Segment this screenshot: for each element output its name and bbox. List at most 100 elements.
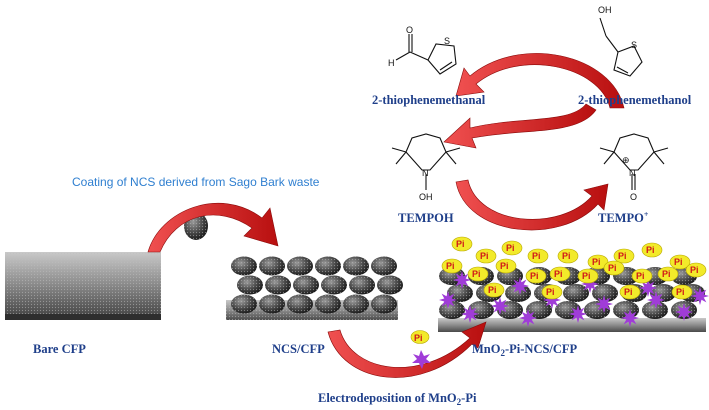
pi-ellipse — [467, 266, 489, 282]
bare-cfp-label: Bare CFP — [33, 342, 86, 356]
mno2-star — [675, 303, 693, 321]
mno2-star — [621, 309, 639, 327]
pi-ellipse-label: Pi — [530, 271, 539, 281]
pi-ellipse — [475, 248, 497, 264]
pi-ellipse — [495, 258, 517, 274]
mno2-star — [647, 291, 665, 309]
tempo-label-main: TEMPO — [598, 211, 644, 225]
pi-ellipse — [557, 248, 579, 264]
ncs-sphere-texture — [371, 256, 397, 276]
mno2-star — [519, 309, 537, 327]
electro-caption-sub: 2 — [457, 397, 462, 407]
ncs-sphere-texture — [613, 301, 639, 319]
thiophenemethanol-label: 2-thiophenemethanol — [578, 93, 692, 107]
pi-ellipse-label: Pi — [674, 257, 683, 267]
ncs-sphere-texture — [377, 275, 403, 295]
ncs-sphere-texture — [315, 294, 341, 314]
ncs-sphere-texture — [349, 275, 375, 295]
tempoh-structure — [391, 133, 461, 190]
pi-ellipse-label: Pi — [662, 269, 671, 279]
pi-ellipse-label: Pi — [618, 251, 627, 261]
pi-ellipse — [541, 284, 563, 300]
electro-caption-main: Electrodeposition of MnO — [318, 391, 457, 405]
mno2-star-icon — [412, 350, 431, 369]
tempo-label-sup: + — [644, 210, 649, 219]
pi-ellipse-label: Pi — [480, 251, 489, 261]
pi-ellipse — [501, 240, 523, 256]
pi-ellipse — [577, 268, 599, 284]
ncs-sphere-texture — [231, 256, 257, 276]
ncs-cfp-slab — [226, 256, 403, 320]
ncs-sphere-texture — [563, 284, 589, 302]
pi-ellipse-label: Pi — [472, 269, 481, 279]
ncs-sphere-texture — [439, 301, 465, 319]
ncs-sphere-texture — [592, 284, 618, 302]
pi-ellipse — [527, 248, 549, 264]
sulfur-label-right: S — [631, 40, 637, 50]
ncs-sphere-texture — [293, 275, 319, 295]
coating-caption: Coating of NCS derived from Sago Bark wa… — [72, 175, 320, 189]
coating-arrow — [147, 202, 279, 253]
mno2-pi-ncs-cfp-label: MnO2-Pi-NCS/CFP — [472, 342, 578, 358]
pi-ellipse — [631, 268, 653, 284]
pi-ellipse-label: Pi — [554, 269, 563, 279]
pi-ellipse-label: Pi — [608, 263, 617, 273]
thiophenemethanal-label: 2-thiophenemethanal — [372, 93, 486, 107]
tempo-plus-structure — [599, 133, 669, 190]
pi-ellipse-label: Pi — [676, 287, 685, 297]
ncs-sphere-texture — [259, 294, 285, 314]
ncs-sphere-texture — [343, 256, 369, 276]
tempo-n-label: N — [629, 168, 636, 178]
pi-ellipse — [587, 254, 609, 270]
pi-ellipse-label: Pi — [690, 265, 699, 275]
pi-ellipse — [441, 258, 463, 274]
mno2-star — [453, 271, 471, 289]
electrodeposition-caption: Electrodeposition of MnO2-Pi — [318, 391, 477, 407]
pi-legend-icon — [410, 330, 430, 344]
mno2-label-sub: 2 — [500, 348, 505, 358]
ncs-sphere-texture — [259, 256, 285, 276]
ncs-sphere-texture — [265, 275, 291, 295]
oxidation-arrow-top — [455, 53, 625, 109]
pi-ellipse — [619, 284, 641, 300]
pi-ellipse-label: Pi — [532, 251, 541, 261]
ncs-sphere-texture — [315, 256, 341, 276]
pi-ellipse — [669, 254, 691, 270]
mno2-star — [511, 277, 529, 295]
pi-legend-label: Pi — [414, 333, 423, 343]
mno2-star — [491, 297, 509, 315]
pi-ellipse-label: Pi — [546, 287, 555, 297]
thiophenemethanal-structure — [395, 34, 457, 75]
pi-ellipse — [549, 266, 571, 282]
pi-ellipse-label: Pi — [456, 239, 465, 249]
pi-ellipse-label: Pi — [646, 245, 655, 255]
pi-ellipse-label: Pi — [624, 287, 633, 297]
pi-ellipse — [685, 262, 707, 278]
ncs-sphere-texture — [287, 256, 313, 276]
ncs-spheres — [231, 256, 403, 314]
mno2-star — [569, 305, 587, 323]
pi-ellipse — [603, 260, 625, 276]
pi-ellipse — [657, 266, 679, 282]
ncs-sphere-texture — [231, 294, 257, 314]
pi-ellipse-label: Pi — [506, 243, 515, 253]
mno2-star — [439, 291, 457, 309]
pi-ellipse — [671, 284, 693, 300]
ncs-sphere-texture — [371, 294, 397, 314]
ncs-sphere-texture — [237, 275, 263, 295]
reduction-arrow-mid — [443, 103, 597, 149]
ncs-sphere-texture — [343, 294, 369, 314]
pi-ellipse-label: Pi — [500, 261, 509, 271]
bare-cfp-slab — [5, 252, 161, 320]
tempoh-n-label: N — [422, 168, 429, 178]
thiophenemethanol-structure — [599, 17, 643, 77]
tempoh-oh-label: OH — [419, 192, 433, 202]
pi-ellipse — [525, 268, 547, 284]
mno2-star — [639, 279, 657, 297]
electro-caption-rest: -Pi — [461, 391, 477, 405]
tempo-o-label: O — [630, 192, 637, 202]
electrodeposition-arrow — [327, 321, 487, 378]
